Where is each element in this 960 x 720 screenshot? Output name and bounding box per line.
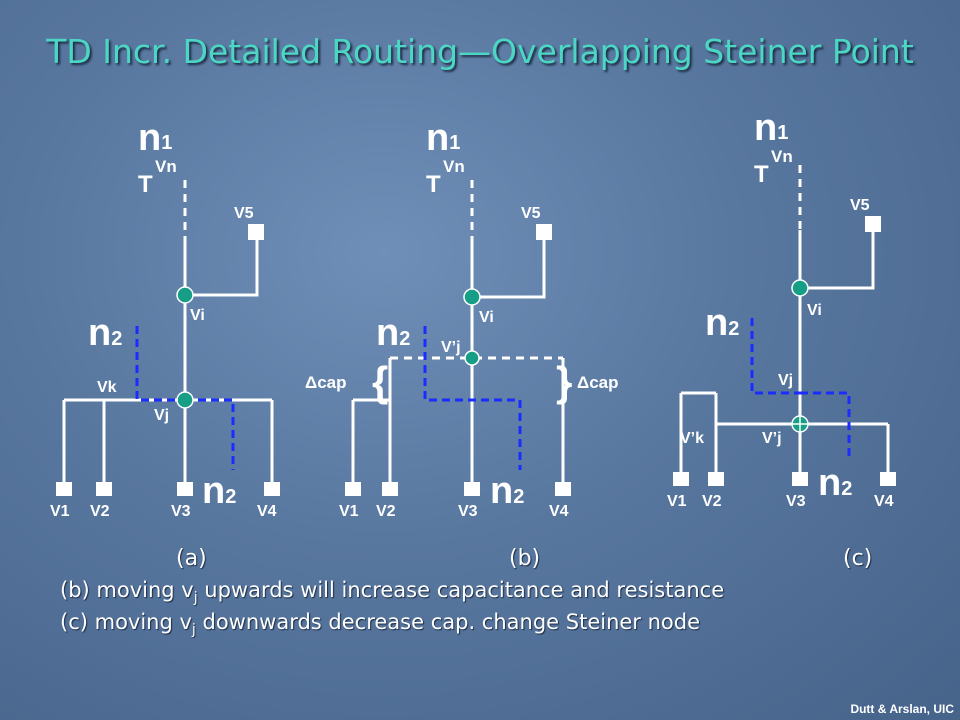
net2-a-left xyxy=(135,326,185,402)
pin-a-v4 xyxy=(264,482,280,496)
label-a-n2-right: n2 xyxy=(202,470,236,512)
node-c-vj-prime xyxy=(791,415,809,433)
pin-label-b-v2: V2 xyxy=(376,503,396,520)
pin-label-a-v3: V3 xyxy=(171,503,191,520)
pin-a-v2 xyxy=(96,482,112,496)
pin-label-b-v1: V1 xyxy=(339,503,359,520)
label-b-dcap-left: Δcap xyxy=(305,373,347,392)
label-a-n1: n1 xyxy=(138,117,172,159)
label-a-n2-left: n2 xyxy=(88,312,122,354)
label-c-v5: V5 xyxy=(850,197,870,214)
pin-a-v5 xyxy=(248,224,264,240)
diagram-c-caption: (c) xyxy=(843,546,873,571)
label-c-n1: n1 xyxy=(754,107,788,149)
wire-c-v5 xyxy=(800,224,875,290)
label-c-vj: Vj xyxy=(778,372,793,389)
pin-a-v3 xyxy=(177,482,193,496)
label-c-vk-prime: V’k xyxy=(680,430,704,447)
label-c-n2-left: n2 xyxy=(705,302,739,344)
label-b-n2-left: n2 xyxy=(376,312,410,354)
credit-text: Dutt & Arslan, UIC xyxy=(850,702,954,716)
diagram-c: n1 T Vn V5 Vi Vj V’k V’j n2 n2 V1 V2 V3 … xyxy=(667,107,896,510)
label-a-vk: Vk xyxy=(97,379,117,396)
diagram-b: { } n1 T Vn V5 Vi V’j Δcap Δcap n2 n2 V1… xyxy=(305,117,619,520)
pin-c-v5 xyxy=(865,216,881,232)
diagram-a: n1 T Vn V5 Vi Vk Vj n2 n2 V1 V2 V3 V4 xyxy=(50,117,280,520)
label-a-t: T xyxy=(138,171,153,198)
label-b-n1: n1 xyxy=(426,117,460,159)
pin-label-a-v4: V4 xyxy=(257,503,277,520)
note-c: (c) moving vj downwards decrease cap. ch… xyxy=(60,610,701,639)
label-c-vn: Vn xyxy=(771,147,793,166)
pin-b-v4 xyxy=(555,482,571,496)
label-c-n2-right: n2 xyxy=(818,462,852,504)
node-a-vi xyxy=(176,286,194,304)
label-b-dcap-right: Δcap xyxy=(577,373,619,392)
label-a-vn: Vn xyxy=(155,157,177,176)
pin-c-v4 xyxy=(880,472,896,486)
pin-b-v1 xyxy=(345,482,361,496)
label-b-vn: Vn xyxy=(443,157,465,176)
node-a-vj xyxy=(176,391,194,409)
label-b-vi: Vi xyxy=(479,309,494,326)
pin-label-c-v1: V1 xyxy=(667,493,687,510)
pin-c-v2 xyxy=(708,472,724,486)
label-a-v5: V5 xyxy=(234,205,254,222)
label-c-t: T xyxy=(754,161,769,188)
wire-a-v5 xyxy=(185,232,259,297)
note-b: (b) moving vj upwards will increase capa… xyxy=(60,578,725,607)
pin-b-v2 xyxy=(382,482,398,496)
label-a-vj: Vj xyxy=(154,407,169,424)
label-c-vj-prime: V’j xyxy=(762,430,782,447)
diagram-a-caption: (a) xyxy=(176,546,207,571)
node-b-vi xyxy=(463,288,481,306)
pin-c-v3 xyxy=(792,472,808,486)
net2-c-left xyxy=(750,318,800,395)
pin-label-b-v4: V4 xyxy=(549,503,569,520)
net2-c-right xyxy=(800,391,851,460)
pin-label-b-v3: V3 xyxy=(458,503,478,520)
pin-b-v5 xyxy=(536,224,552,240)
net2-b xyxy=(423,326,522,470)
node-c-vi xyxy=(791,279,809,297)
pin-label-c-v4: V4 xyxy=(874,493,894,510)
node-b-vj-prime xyxy=(464,350,480,366)
label-b-v5: V5 xyxy=(521,205,541,222)
pin-label-c-v2: V2 xyxy=(702,493,722,510)
diagram-b-caption: (b) xyxy=(509,546,541,571)
label-a-vi: Vi xyxy=(190,307,205,324)
slide-title: TD Incr. Detailed Routing—Overlapping St… xyxy=(46,32,914,71)
brace-b-left: { xyxy=(372,358,388,405)
pin-label-a-v1: V1 xyxy=(50,503,70,520)
brace-b-right: } xyxy=(556,358,572,405)
pin-b-v3 xyxy=(464,482,480,496)
label-b-n2-right: n2 xyxy=(490,470,524,512)
net2-a-right xyxy=(185,398,235,470)
pin-label-c-v3: V3 xyxy=(786,493,806,510)
pin-a-v1 xyxy=(56,482,72,496)
label-c-vi: Vi xyxy=(807,302,822,319)
label-b-vj-prime: V’j xyxy=(441,339,461,356)
label-b-t: T xyxy=(426,171,441,198)
wire-b-v5 xyxy=(472,232,546,299)
pin-label-a-v2: V2 xyxy=(90,503,110,520)
pin-c-v1 xyxy=(673,472,689,486)
